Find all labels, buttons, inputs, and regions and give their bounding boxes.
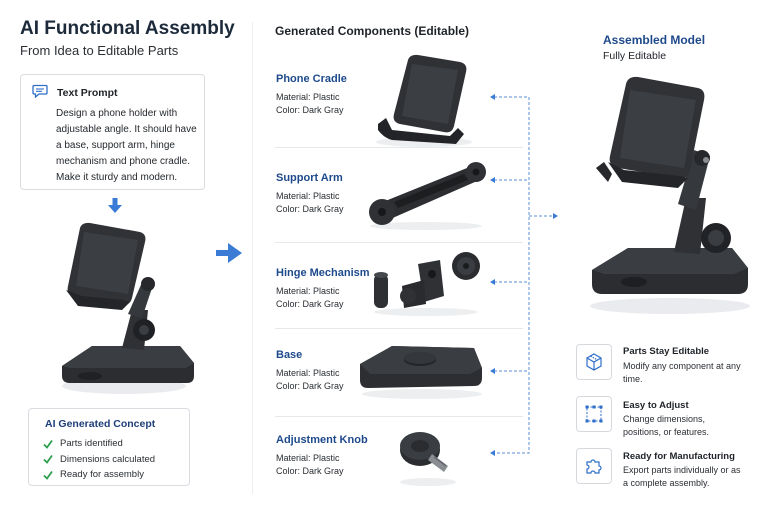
- list-item: Parts identified: [43, 436, 155, 452]
- check-icon: [43, 470, 53, 480]
- check-icon: [43, 455, 53, 465]
- part-material: Material: Plastic: [276, 368, 340, 378]
- base-image: [356, 338, 486, 400]
- part-name-base: Base: [276, 349, 303, 361]
- puzzle-icon: [586, 459, 602, 474]
- assembled-model-subtitle: Fully Editable: [603, 50, 667, 62]
- part-separator: [275, 328, 523, 329]
- concept-title: AI Generated Concept: [45, 418, 156, 430]
- components-title: Generated Components (Editable): [275, 24, 470, 38]
- feature-icon-box: [576, 344, 612, 380]
- concept-item-label: Parts identified: [60, 438, 123, 449]
- part-material: Material: Plastic: [276, 191, 340, 201]
- ai-generated-concept-card: AI Generated Concept Parts identified Di…: [28, 408, 190, 486]
- right-arrow-icon: [216, 243, 242, 263]
- part-color: Color: Dark Gray: [276, 204, 344, 214]
- concept-checklist: Parts identified Dimensions calculated R…: [43, 436, 155, 483]
- part-color: Color: Dark Gray: [276, 105, 344, 115]
- concept-item-label: Dimensions calculated: [60, 453, 156, 465]
- feature-desc: Modify any component at any time.: [623, 361, 741, 384]
- down-arrow-icon: [108, 198, 122, 214]
- feature-icon-box: [576, 448, 612, 484]
- hinge-mechanism-image: [368, 246, 488, 318]
- chat-bubble-icon: [32, 84, 48, 98]
- part-name-phone-cradle: Phone Cradle: [276, 73, 347, 85]
- part-material: Material: Plastic: [276, 92, 340, 102]
- adjustment-knob-image: [396, 424, 462, 488]
- part-name-adjustment-knob: Adjustment Knob: [276, 434, 368, 446]
- resize-grid-icon: [585, 405, 603, 423]
- part-separator: [275, 416, 523, 417]
- support-arm-image: [364, 158, 494, 233]
- cube-icon: [586, 353, 602, 371]
- feature-title: Ready for Manufacturing: [623, 451, 735, 462]
- part-color: Color: Dark Gray: [276, 381, 344, 391]
- concept-item-label: Ready for assembly: [60, 469, 144, 480]
- feature-desc: Change dimensions, positions, or feature…: [623, 414, 710, 437]
- part-separator: [275, 242, 523, 243]
- prompt-text: Design a phone holder with adjustable an…: [56, 108, 197, 183]
- text-prompt-card: Text Prompt Design a phone holder with a…: [20, 74, 205, 190]
- assembled-model-title: Assembled Model: [603, 33, 706, 47]
- check-icon: [43, 439, 53, 449]
- page-subtitle: From Idea to Editable Parts: [20, 43, 179, 58]
- part-name-support-arm: Support Arm: [276, 172, 343, 184]
- part-color: Color: Dark Gray: [276, 466, 344, 476]
- column-divider: [252, 22, 253, 494]
- list-item: Ready for assembly: [43, 467, 155, 483]
- part-material: Material: Plastic: [276, 453, 340, 463]
- phone-cradle-image: [372, 50, 482, 150]
- page-title: AI Functional Assembly: [20, 18, 235, 39]
- feature-desc: Export parts individually or as a comple…: [623, 465, 741, 488]
- concept-phone-stand-image: [52, 218, 202, 398]
- connector-lines: [488, 88, 560, 468]
- feature-title: Easy to Adjust: [623, 400, 689, 411]
- part-separator: [275, 147, 523, 148]
- part-name-hinge-mechanism: Hinge Mechanism: [276, 267, 370, 279]
- assembled-phone-stand-image: [582, 70, 762, 320]
- feature-title: Parts Stay Editable: [623, 346, 710, 357]
- list-item: Dimensions calculated: [43, 452, 155, 468]
- prompt-title: Text Prompt: [57, 87, 118, 99]
- part-material: Material: Plastic: [276, 286, 340, 296]
- part-color: Color: Dark Gray: [276, 299, 344, 309]
- feature-icon-box: [576, 396, 612, 432]
